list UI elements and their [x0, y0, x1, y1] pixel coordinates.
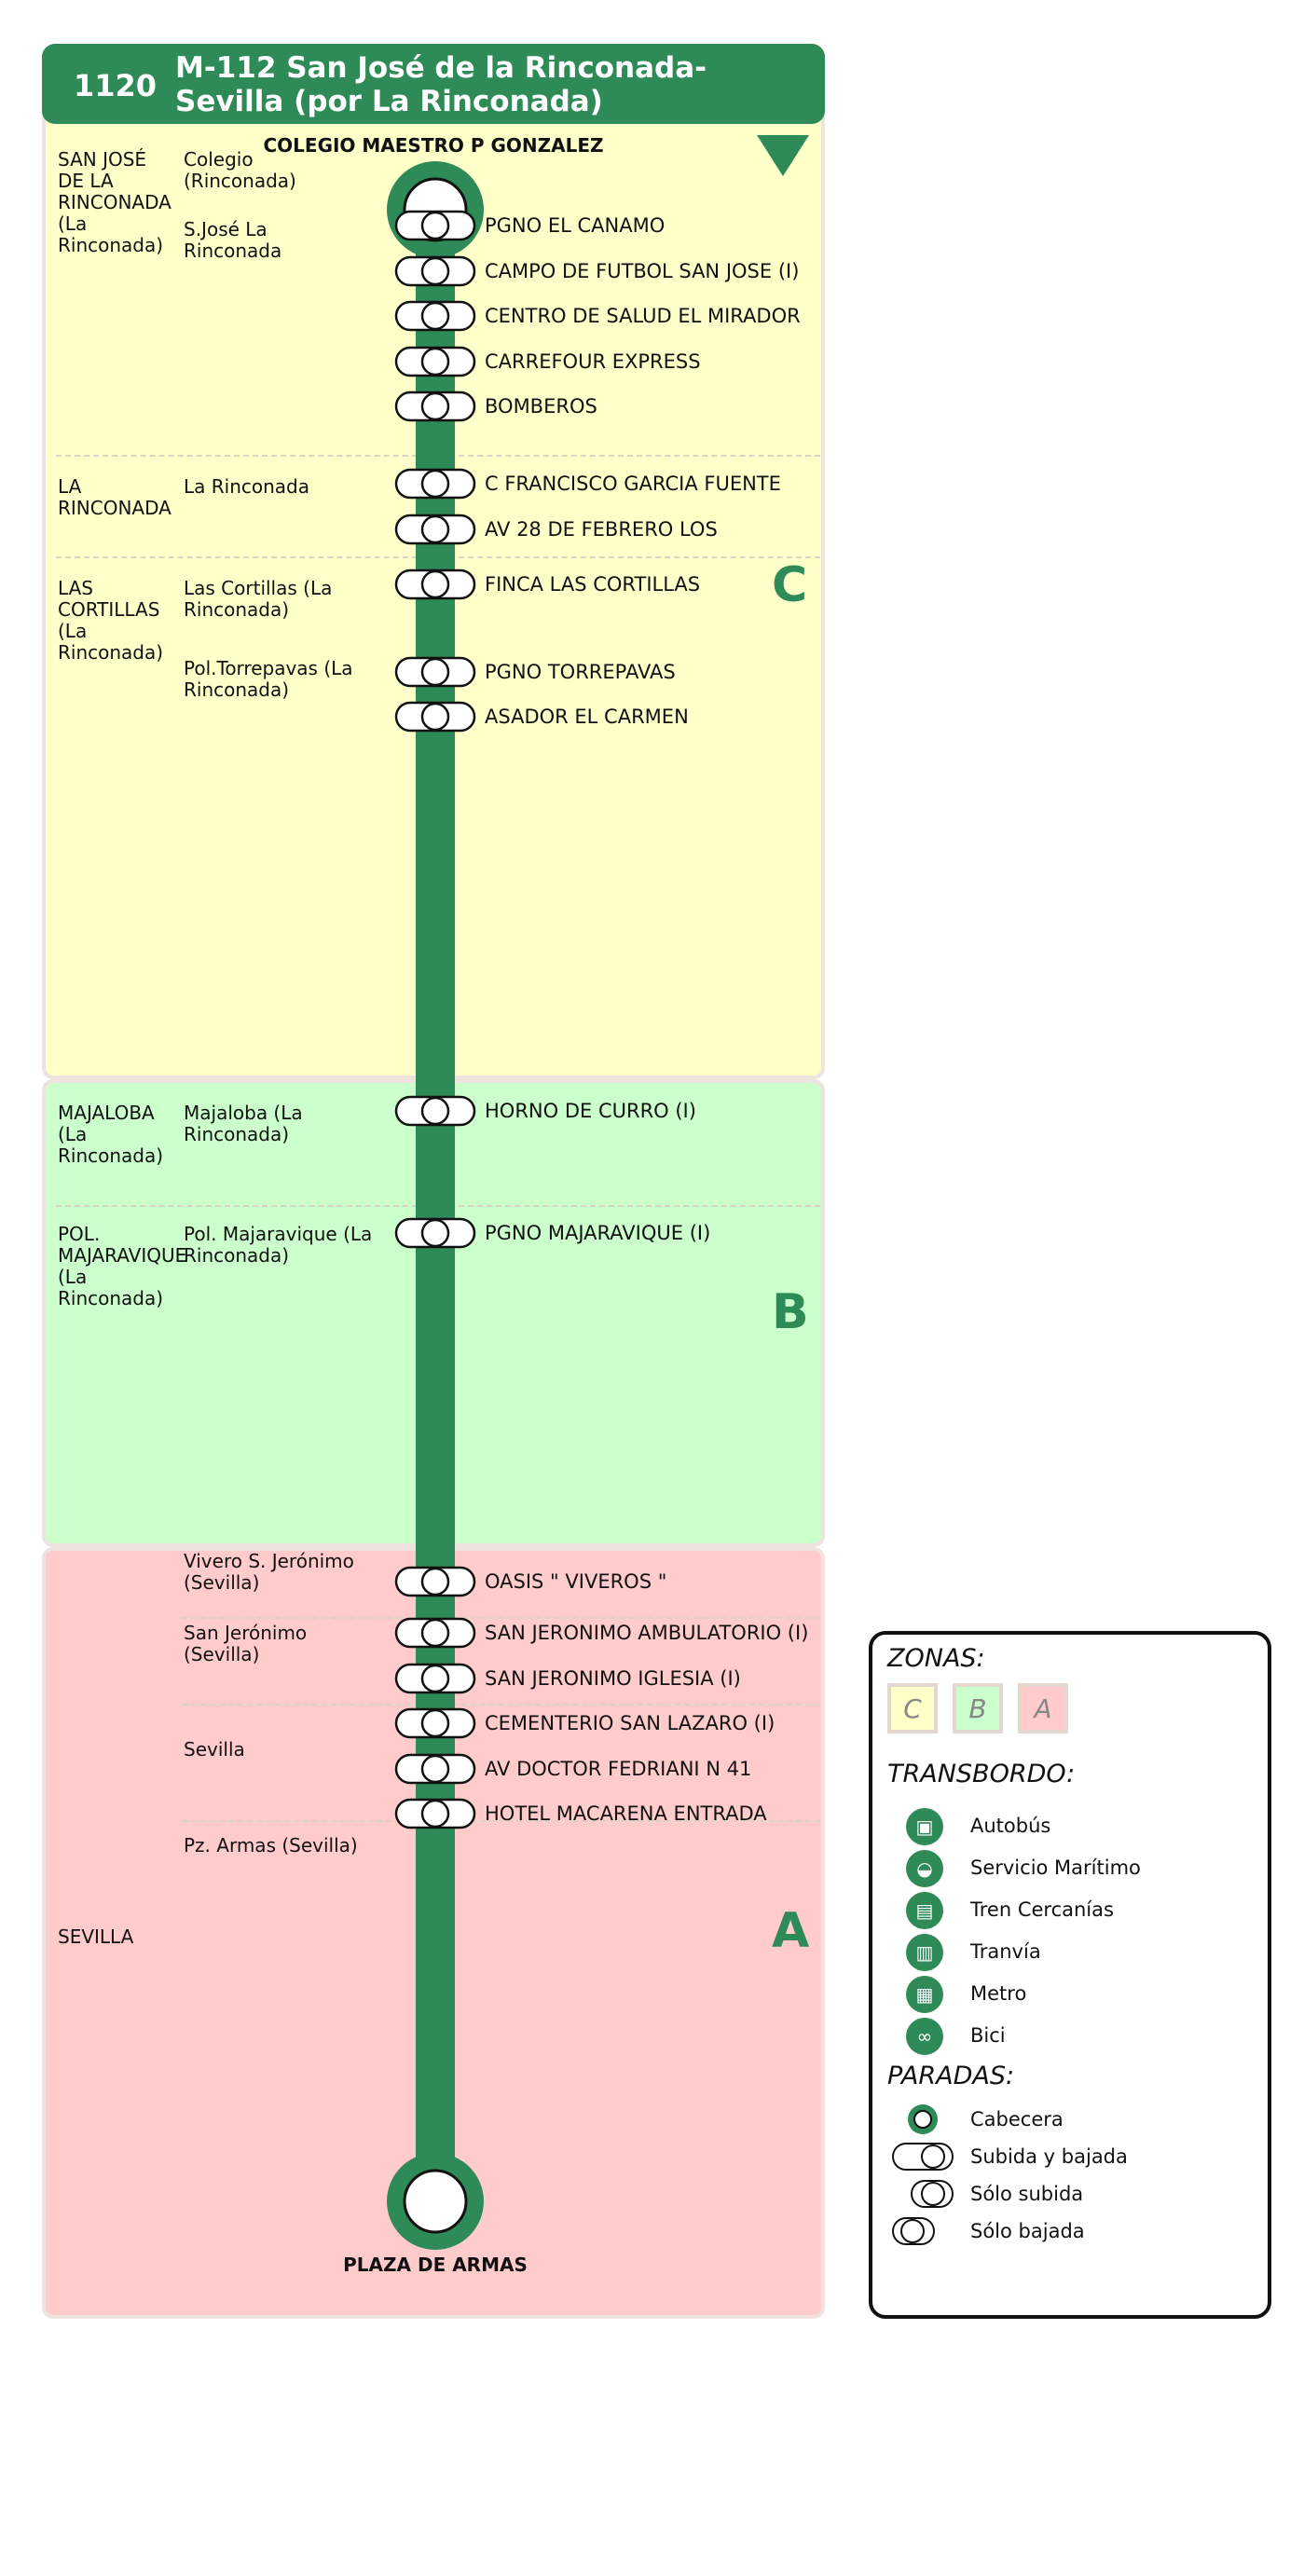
locality-label: La Rinconada [184, 475, 309, 498]
stop-marker [394, 1663, 476, 1694]
legend-stop-type-label: Sólo bajada [970, 2220, 1085, 2242]
locality-separator [182, 1617, 820, 1619]
stop-label: ASADOR EL CARMEN [485, 706, 689, 728]
stop-label: HOTEL MACARENA ENTRADA [485, 1802, 767, 1825]
legend-zone-chip-a: A [1018, 1683, 1068, 1733]
ferry-icon: ◒ [906, 1850, 943, 1887]
metro-icon: ▦ [906, 1976, 943, 2013]
stop-marker [394, 300, 476, 332]
stop-marker [394, 1798, 476, 1829]
stop-label: PGNO TORREPAVAS [485, 661, 676, 683]
stop-marker [394, 514, 476, 545]
locality-label: Majaloba (La Rinconada) [184, 1102, 303, 1145]
bike-icon: ∞ [906, 2018, 943, 2055]
bus-icon: ▣ [906, 1808, 943, 1845]
end-terminal-inner [403, 2169, 468, 2234]
stop-marker [394, 1217, 476, 1249]
triangle-down-icon [757, 135, 809, 176]
stop-marker [394, 255, 476, 287]
locality-label: Pol. Majaravique (La Rinconada) [184, 1223, 373, 1267]
stop-label: CAMPO DE FUTBOL SAN JOSE (I) [485, 260, 800, 282]
locality-label: Colegio (Rinconada) [184, 148, 296, 192]
end-terminal-label: PLAZA DE ARMAS [343, 2254, 528, 2276]
locality-separator [182, 1820, 820, 1822]
locality-label: Vivero S. Jerónimo (Sevilla) [184, 1550, 354, 1594]
stop-label: SAN JERONIMO IGLESIA (I) [485, 1667, 741, 1690]
locality-label: San Jerónimo (Sevilla) [184, 1622, 308, 1665]
legend-panel: ZONAS: C B A TRANSBORDO: ▣ Autobús ◒ Ser… [869, 1631, 1271, 2319]
municipality-label: POL. MAJARAVIQUE (La Rinconada) [58, 1223, 187, 1309]
stop-marker [394, 391, 476, 422]
municipality-label: SAN JOSÉ DE LA RINCONADA (La Rinconada) [58, 148, 172, 256]
locality-label: Pz. Armas (Sevilla) [184, 1834, 358, 1857]
locality-label: Las Cortillas (La Rinconada) [184, 577, 333, 621]
legend-transfer-label: Tren Cercanías [970, 1898, 1114, 1921]
legend-transfer-label: Tranvía [970, 1940, 1041, 1963]
route-code: 1120 [74, 68, 158, 103]
stop-type-icons [892, 2104, 954, 2245]
legend-transfer-label: Autobús [970, 1815, 1051, 1837]
stop-label: C FRANCISCO GARCIA FUENTE [485, 473, 781, 495]
stop-marker [394, 1617, 476, 1649]
stop-label: SAN JERONIMO AMBULATORIO (I) [485, 1622, 809, 1644]
locality-label: Pol.Torrepavas (La Rinconada) [184, 657, 353, 701]
stop-label: CEMENTERIO SAN LAZARO (I) [485, 1712, 776, 1734]
legend-zone-chip-c: C [887, 1683, 938, 1733]
stop-label: PGNO MAJARAVIQUE (I) [485, 1222, 711, 1244]
legend-paradas-title: PARADAS: [887, 2062, 1015, 2090]
tram-icon: ▥ [906, 1934, 943, 1971]
locality-label: S.José La Rinconada [184, 218, 282, 262]
legend-zonas-title: ZONAS: [887, 1644, 985, 1673]
legend-transbordo-title: TRANSBORDO: [887, 1760, 1076, 1788]
stop-label: HORNO DE CURRO (I) [485, 1100, 696, 1122]
route-title-line1: M-112 San José de la Rinconada- [175, 51, 707, 85]
stop-marker [394, 1753, 476, 1785]
route-title-line2: Sevilla (por La Rinconada) [175, 85, 603, 118]
stop-marker [394, 1566, 476, 1597]
stop-label: OASIS " VIVEROS " [485, 1570, 667, 1593]
stop-label: AV DOCTOR FEDRIANI N 41 [485, 1758, 752, 1780]
route-title: M-112 San José de la Rinconada- Sevilla … [175, 51, 707, 118]
zone-letter: C [772, 557, 808, 613]
municipality-label: SEVILLA [58, 1925, 134, 1948]
stop-marker [394, 468, 476, 500]
legend-stop-type-label: Subida y bajada [970, 2145, 1128, 2168]
municipality-label: MAJALOBA (La Rinconada) [58, 1102, 164, 1167]
zone-letter: B [772, 1284, 809, 1340]
stop-label: FINCA LAS CORTILLAS [485, 573, 701, 596]
municipality-label: LA RINCONADA [58, 475, 172, 519]
start-terminal-label: COLEGIO MAESTRO P GONZALEZ [263, 134, 604, 157]
stop-marker [394, 1095, 476, 1127]
stop-marker [394, 1707, 476, 1739]
zone-letter: A [772, 1903, 810, 1959]
stop-marker [394, 656, 476, 688]
stop-label: CENTRO DE SALUD EL MIRADOR [485, 305, 801, 327]
legend-transfer-label: Servicio Marítimo [970, 1857, 1141, 1879]
stop-label: CARREFOUR EXPRESS [485, 350, 701, 373]
municipality-label: LAS CORTILLAS (La Rinconada) [58, 577, 164, 664]
train-icon: ▤ [906, 1892, 943, 1929]
legend-stop-type-label: Sólo subida [970, 2183, 1084, 2205]
legend-stop-type-label: Cabecera [970, 2108, 1064, 2131]
stop-marker [394, 569, 476, 600]
locality-separator [182, 1704, 820, 1706]
stop-label: AV 28 DE FEBRERO LOS [485, 518, 718, 541]
legend-zone-chip-b: B [953, 1683, 1003, 1733]
stop-marker [394, 210, 476, 241]
stop-marker [394, 701, 476, 733]
stop-marker [394, 346, 476, 377]
stop-label: BOMBEROS [485, 395, 597, 418]
locality-label: Sevilla [184, 1738, 245, 1761]
legend-transfer-label: Metro [970, 1982, 1027, 2005]
legend-transfer-label: Bici [970, 2024, 1006, 2047]
stop-label: PGNO EL CANAMO [485, 214, 666, 237]
route-header: 1120 M-112 San José de la Rinconada- Sev… [42, 44, 825, 124]
